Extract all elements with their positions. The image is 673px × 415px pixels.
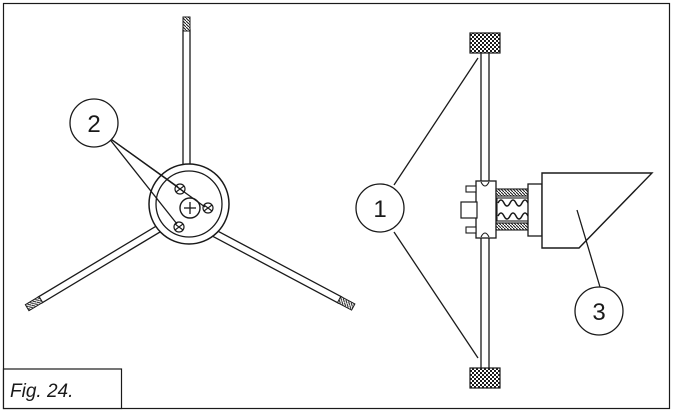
callout-2-label: 2 [87, 111, 100, 138]
spoke-lower-left-thread [24, 295, 44, 312]
caption-box [2, 368, 123, 410]
side-view-assembly: 1 3 [355, 32, 654, 389]
left-stub [460, 201, 478, 219]
mount-block [475, 180, 497, 239]
small-bolt-top [465, 185, 477, 193]
hub-inner-ring [155, 170, 223, 238]
spring [497, 199, 529, 220]
callout-2-circle [69, 98, 119, 148]
front-view-hub: 2 [24, 16, 356, 312]
spoke-lower-right-thread [336, 295, 356, 311]
bolt-lower [495, 222, 531, 231]
leader-2-c [107, 136, 178, 225]
callout-3-label: 3 [592, 299, 605, 326]
leader-1-bottom [393, 231, 479, 359]
knurled-cap-bottom [469, 367, 501, 389]
small-screw-left [173, 221, 185, 233]
knurled-cap-top [469, 32, 501, 54]
small-bolt-bottom [465, 226, 477, 234]
callout-1-label: 1 [373, 196, 386, 223]
callout-3-circle [574, 286, 624, 336]
clamp-body [527, 183, 543, 237]
small-screw-right [202, 202, 214, 214]
leader-1-top [393, 57, 479, 186]
callout-1-circle [355, 183, 405, 233]
spoke-vertical-thread [182, 16, 191, 32]
figure-caption: Fig. 24. [10, 381, 73, 402]
leader-2-b [107, 136, 206, 208]
figure-frame [2, 2, 671, 410]
leader-3 [576, 209, 601, 288]
spoke-vertical [182, 29, 191, 181]
bolt-upper [495, 188, 531, 197]
mounting-bracket [541, 172, 654, 249]
